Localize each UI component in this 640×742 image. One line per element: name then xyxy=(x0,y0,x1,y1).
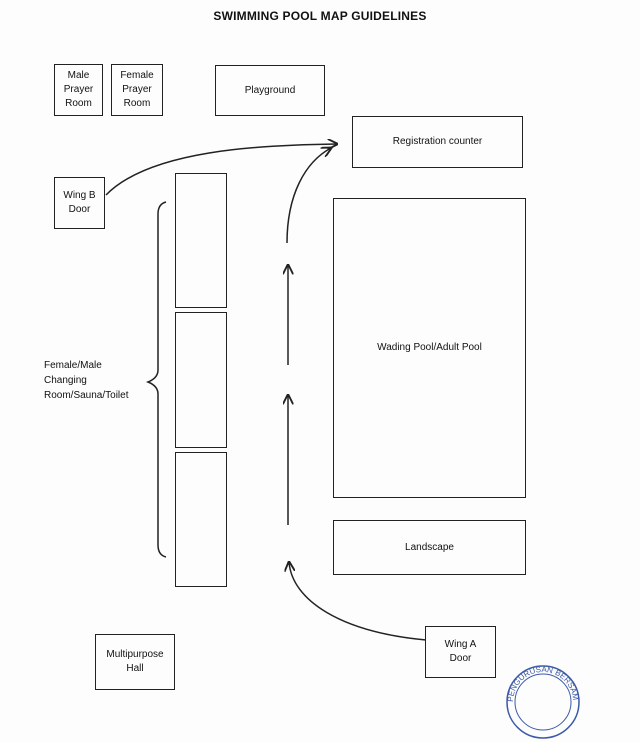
playground-label: Playground xyxy=(244,84,296,96)
svg-text:PENGURUSAN BERSAMA: PENGURUSAN BERSAMA xyxy=(503,662,580,702)
male-prayer-room: Male Prayer Room xyxy=(54,64,103,116)
changing-room-block-1 xyxy=(175,173,227,308)
arrow-path-to-registration xyxy=(286,148,331,244)
wading-adult-pool: Wading Pool/Adult Pool xyxy=(333,198,526,498)
wading-adult-pool-label: Wading Pool/Adult Pool xyxy=(377,342,482,353)
male-prayer-room-label: Male Prayer Room xyxy=(63,70,94,109)
landscape-label: Landscape xyxy=(405,541,454,553)
landscape: Landscape xyxy=(333,520,526,575)
changing-room-label: Female/Male Changing Room/Sauna/Toilet xyxy=(44,360,129,401)
registration-counter-label: Registration counter xyxy=(392,136,483,147)
wing-b-door: Wing B Door xyxy=(54,177,105,229)
arrow-winga-to-path xyxy=(289,562,427,641)
wing-a-door: Wing A Door xyxy=(425,626,496,678)
female-prayer-room: Female Prayer Room xyxy=(111,64,163,116)
playground: Playground xyxy=(215,65,325,116)
wing-b-door-label: Wing B Door xyxy=(63,190,96,215)
multipurpose-hall-label: Multipurpose Hall xyxy=(106,649,164,674)
map-title: SWIMMING POOL MAP GUIDELINES xyxy=(213,9,427,23)
wing-a-door-label: Wing A Door xyxy=(444,639,477,664)
stamp-text: PENGURUSAN BERSAMA xyxy=(503,662,580,702)
arrow-wingb-to-registration xyxy=(105,144,337,196)
route-arrows xyxy=(105,0,427,641)
changing-room-block-3 xyxy=(175,452,227,587)
changing-room-brace xyxy=(145,201,167,558)
registration-counter: Registration counter xyxy=(352,116,523,168)
multipurpose-hall: Multipurpose Hall xyxy=(95,634,175,690)
organization-stamp: PENGURUSAN BERSAMA xyxy=(503,662,580,739)
changing-room-block-2 xyxy=(175,312,227,448)
female-prayer-room-label: Female Prayer Room xyxy=(120,70,154,109)
